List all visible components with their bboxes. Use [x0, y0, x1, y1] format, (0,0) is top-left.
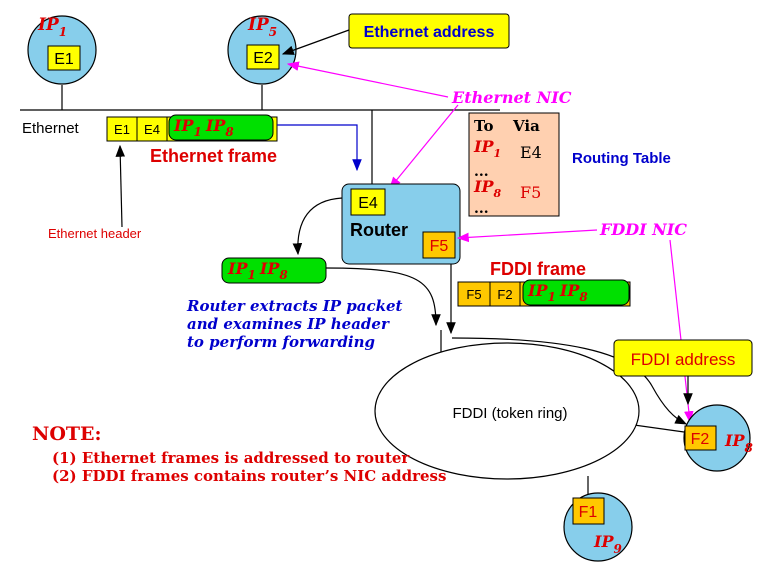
- svg-text:IP5: IP5: [247, 15, 277, 39]
- ethernet-frame-to-router-arrow: [277, 124, 362, 172]
- fddi-frame-dst: F5: [466, 287, 481, 302]
- host9-nic-label: F1: [579, 504, 598, 521]
- fddi-address-label: FDDI address: [631, 350, 736, 369]
- fddi-ring-label: FDDI (token ring): [452, 405, 567, 422]
- host-ip8: F2 IP8: [683, 404, 754, 472]
- host-ip9: F1 IP9: [563, 492, 633, 562]
- routing-row-2-via: F5: [520, 183, 541, 202]
- note-title: NOTE:: [32, 423, 102, 445]
- routing-table: To Via IP1 E4 ... IP8 F5 ...: [468, 112, 560, 217]
- router-eth-nic: E4: [358, 195, 378, 212]
- fddi-frame-label: FDDI frame: [490, 259, 586, 279]
- ethernet-header-label: Ethernet header: [48, 226, 142, 241]
- ethernet-frame-dst: E1: [114, 122, 130, 137]
- fddi-address-callout: FDDI address: [613, 339, 753, 406]
- routing-table-ellipsis-2: ...: [474, 201, 489, 217]
- routing-row-2-to: IP8: [473, 177, 502, 200]
- host-ip1: IP1 E1: [27, 15, 97, 85]
- router-label: Router: [350, 220, 408, 240]
- ethernet-address-callout: Ethernet address: [281, 13, 510, 55]
- note-line-1: (1) Ethernet frames is addressed to rout…: [52, 449, 410, 467]
- router-fddi-nic: F5: [430, 238, 449, 255]
- routing-row-1-via: E4: [520, 143, 542, 162]
- ethernet-frame-src: E4: [144, 122, 160, 137]
- host5-nic-label: E2: [253, 50, 273, 67]
- router-extract-arrow: [292, 197, 343, 256]
- ethernet-nic-arrow-router: [389, 104, 459, 189]
- note-line-2: (2) FDDI frames contains router’s NIC ad…: [52, 467, 446, 485]
- host1-nic-label: E1: [54, 51, 74, 68]
- router-note: Router extracts IP packet and examines I…: [186, 297, 408, 351]
- svg-text:IP9: IP9: [593, 532, 623, 556]
- ethernet-label: Ethernet: [22, 120, 80, 137]
- fddi-ring: [374, 342, 640, 480]
- host8-ip-label: IP: [724, 431, 745, 450]
- svg-text:IP1: IP1: [37, 15, 67, 39]
- routing-table-col-via: Via: [512, 117, 540, 135]
- ethernet-nic-arrow-host: [286, 61, 449, 98]
- fddi-nic-arrow-router: [456, 229, 598, 243]
- fddi-nic-label: FDDI NIC: [599, 220, 687, 239]
- host8-nic-label: F2: [691, 431, 710, 448]
- routing-table-col-to: To: [474, 117, 493, 135]
- routing-table-label: Routing Table: [572, 150, 671, 167]
- svg-text:IP8: IP8: [724, 431, 754, 455]
- routing-table-ellipsis: ...: [474, 164, 489, 180]
- router: E4 Router F5: [341, 183, 461, 265]
- ip-packet-to-fddi-arrow: [325, 267, 441, 327]
- host1-ip-label: IP: [37, 15, 60, 35]
- ethernet-frame-label: Ethernet frame: [150, 146, 277, 166]
- host-ip5: IP5 E2: [227, 15, 297, 85]
- host5-ip-label: IP: [247, 15, 270, 35]
- routing-row-1-to: IP1: [473, 137, 501, 160]
- host9-ip-label: IP: [593, 532, 614, 551]
- fddi-frame-src: F2: [497, 287, 512, 302]
- fddi-nic-arrow-host: [669, 239, 694, 424]
- ethernet-address-label: Ethernet address: [364, 24, 495, 41]
- ethernet-nic-label: Ethernet NIC: [451, 88, 572, 107]
